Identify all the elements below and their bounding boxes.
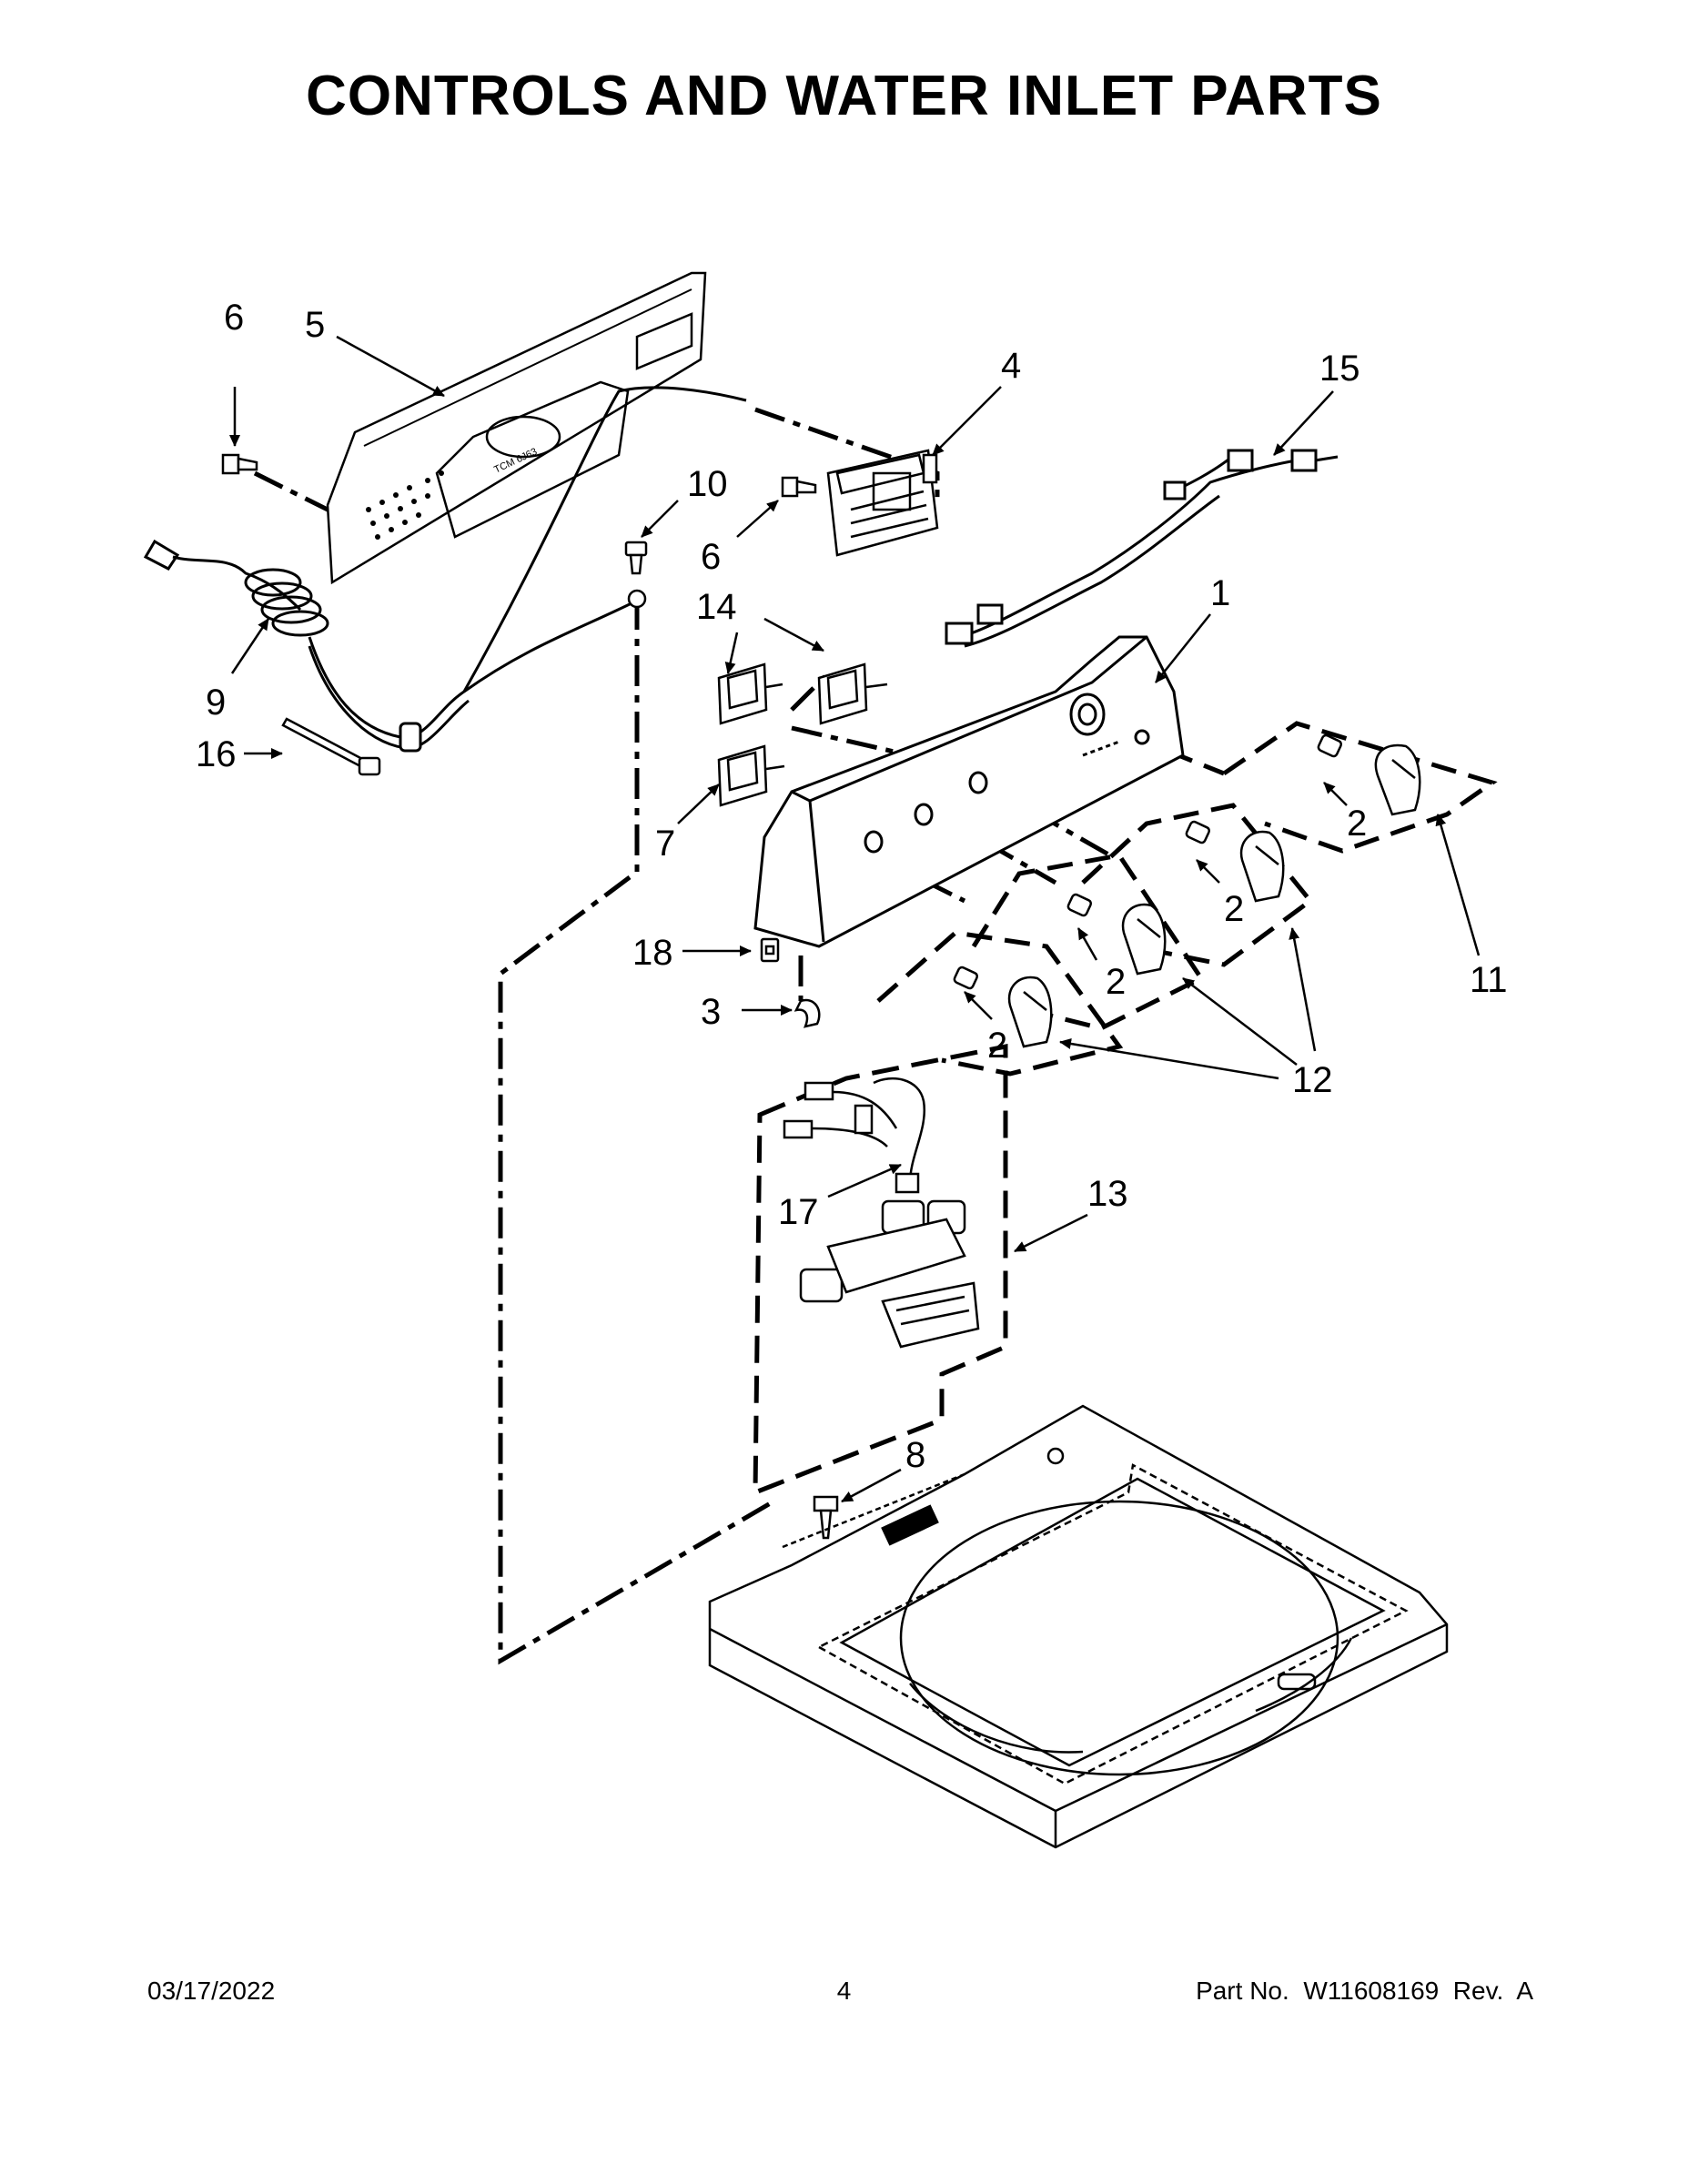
footer-date: 03/17/2022	[147, 1977, 276, 2005]
console	[753, 635, 1185, 948]
callout-12: 12	[1292, 1060, 1333, 1100]
page-title: CONTROLS AND WATER INLET PARTS	[306, 65, 1382, 127]
inlet-valve-box	[753, 1043, 1008, 1496]
callout-labels: 5 6 4 15 10 6 1 14 9 16 7 2 2 2 2 11 12 …	[196, 298, 1508, 1475]
washer-top	[708, 1404, 1449, 1849]
callout-9: 9	[206, 682, 226, 723]
callout-6-right: 6	[701, 537, 721, 577]
callout-11: 11	[1470, 960, 1508, 1000]
cable-tie	[281, 717, 381, 776]
knobs	[953, 733, 1421, 1048]
inlet-harness	[783, 1077, 926, 1194]
wire-harness	[945, 449, 1339, 648]
power-cord	[143, 386, 747, 753]
footer-page-number: 4	[836, 1977, 852, 2005]
callout-6-left: 6	[224, 298, 244, 338]
footer-part-number: Part No. W11608169 Rev. A	[1196, 1977, 1533, 2005]
callout-16: 13	[1087, 1174, 1128, 1214]
inlet-valve	[799, 1199, 980, 1349]
knob-box-11	[1222, 721, 1498, 854]
console-back-panel: TCM 6J63	[326, 271, 707, 585]
callout-15: 16	[196, 734, 237, 774]
clips	[760, 937, 821, 1028]
callout-1: 1	[1210, 573, 1230, 613]
callout-13: 14	[696, 587, 737, 627]
callout-7: 7	[655, 824, 675, 864]
leader-arrows	[229, 335, 1481, 1503]
control-board	[826, 449, 939, 557]
switches	[717, 662, 888, 807]
knob-box-12-c	[876, 930, 1124, 1077]
screws	[221, 453, 817, 498]
base-screw	[813, 1495, 839, 1540]
callout-2-c: 2	[1106, 962, 1126, 1002]
callout-3: 3	[701, 992, 721, 1032]
callout-2-a: 2	[1347, 804, 1367, 844]
callout-14: 15	[1319, 349, 1360, 389]
callout-4: 4	[1001, 346, 1021, 386]
callout-17: 17	[778, 1192, 819, 1232]
callout-18: 18	[632, 933, 673, 973]
callout-5: 5	[305, 305, 325, 345]
knob-box-12-b	[971, 853, 1205, 1031]
callout-2-d: 2	[987, 1026, 1007, 1066]
callout-8: 8	[905, 1435, 925, 1475]
callout-2-b: 2	[1224, 889, 1244, 929]
callout-10: 10	[687, 464, 728, 504]
ground-screw	[624, 541, 648, 609]
